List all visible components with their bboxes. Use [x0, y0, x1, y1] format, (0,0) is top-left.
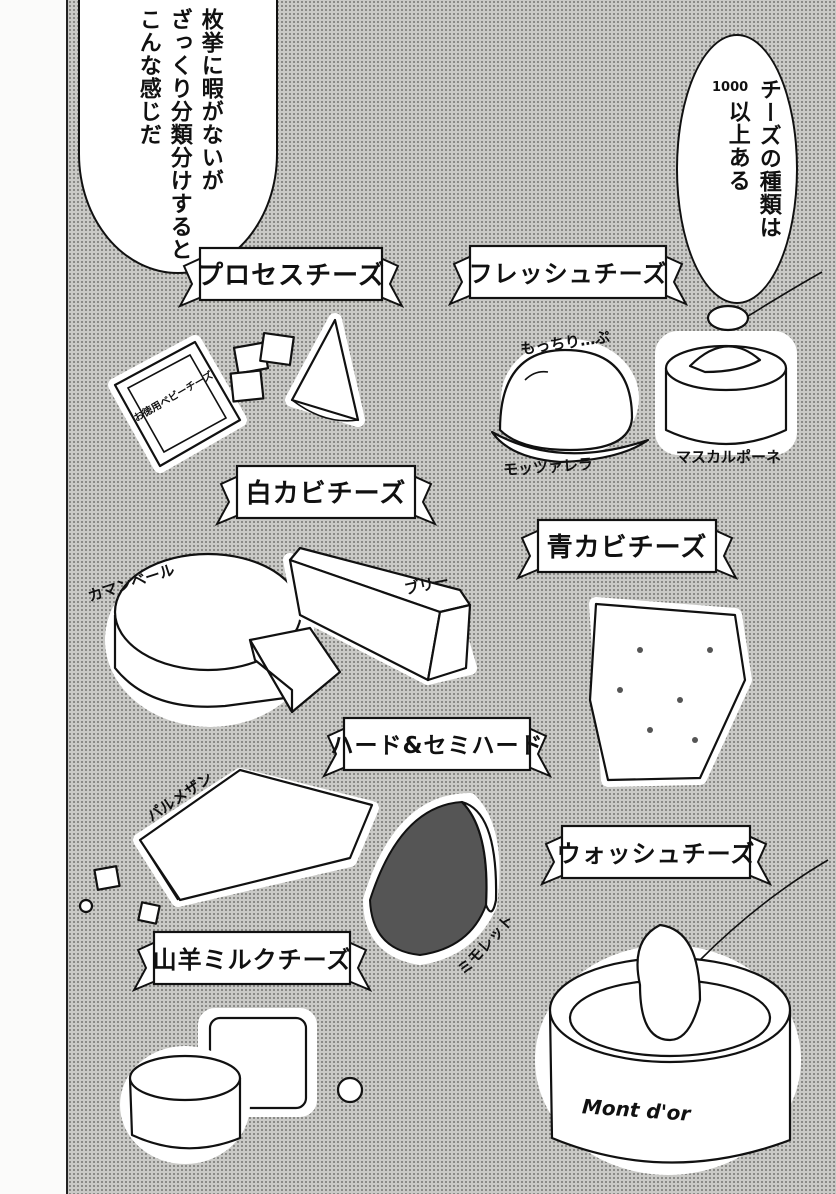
banner-washed: ウォッシュチーズ — [540, 818, 772, 894]
parmesan-illustration — [78, 768, 379, 925]
narration-line-3: こんな感じだ — [135, 8, 161, 146]
banner-label: 山羊ミルクチーズ — [152, 945, 352, 974]
narration-line-1: 枚挙に暇がないが — [197, 8, 223, 192]
banner-label: 白カビチーズ — [245, 478, 407, 509]
banner-ribbon-icon — [322, 716, 552, 778]
banner-ribbon-icon — [448, 244, 688, 306]
left-gutter — [0, 0, 68, 1194]
camembert-illustration — [105, 552, 342, 727]
banner-white-mold: 白カビチーズ — [215, 458, 437, 534]
bubble-line-2: 以上ある — [724, 100, 750, 192]
banner-ribbon-icon — [516, 518, 738, 580]
mascarpone-illustration — [655, 271, 823, 455]
banner-label: ウォッシュチーズ — [556, 839, 756, 868]
banner-ribbon-icon — [132, 930, 372, 992]
banner-process: プロセスチーズ — [178, 240, 404, 316]
processed-cheese-box-illustration — [108, 313, 365, 473]
blue-cheese-illustration — [588, 597, 752, 787]
banner-label: ハード&セミハード — [330, 733, 544, 759]
banner-ribbon-icon — [540, 824, 772, 886]
speech-bubble — [676, 34, 798, 304]
narration-bubble — [78, 0, 278, 274]
mont-dor-illustration — [535, 859, 829, 1175]
banner-label: 青カビチーズ — [546, 532, 708, 563]
narration-line-2: ざっくり分類分けすると — [166, 8, 192, 261]
goat-cheese-illustration — [120, 1008, 364, 1164]
mozzarella-illustration — [490, 339, 650, 464]
banner-blue-mold: 青カビチーズ — [516, 512, 738, 588]
label-mascarpone: マスカルポーネ — [676, 448, 782, 466]
banner-label: プロセスチーズ — [197, 260, 385, 291]
banner-goat: 山羊ミルクチーズ — [132, 924, 372, 1000]
mimolette-illustration — [363, 793, 500, 965]
banner-hard: ハード&セミハード — [322, 710, 552, 786]
banner-fresh: フレッシュチーズ — [448, 238, 688, 314]
banner-ribbon-icon — [178, 246, 404, 308]
bubble-line-1: チーズの種類は — [755, 78, 781, 239]
bubble-number: 1000 — [712, 80, 749, 95]
banner-ribbon-icon — [215, 464, 437, 526]
banner-label: フレッシュチーズ — [468, 259, 668, 288]
brie-illustration — [283, 546, 477, 685]
